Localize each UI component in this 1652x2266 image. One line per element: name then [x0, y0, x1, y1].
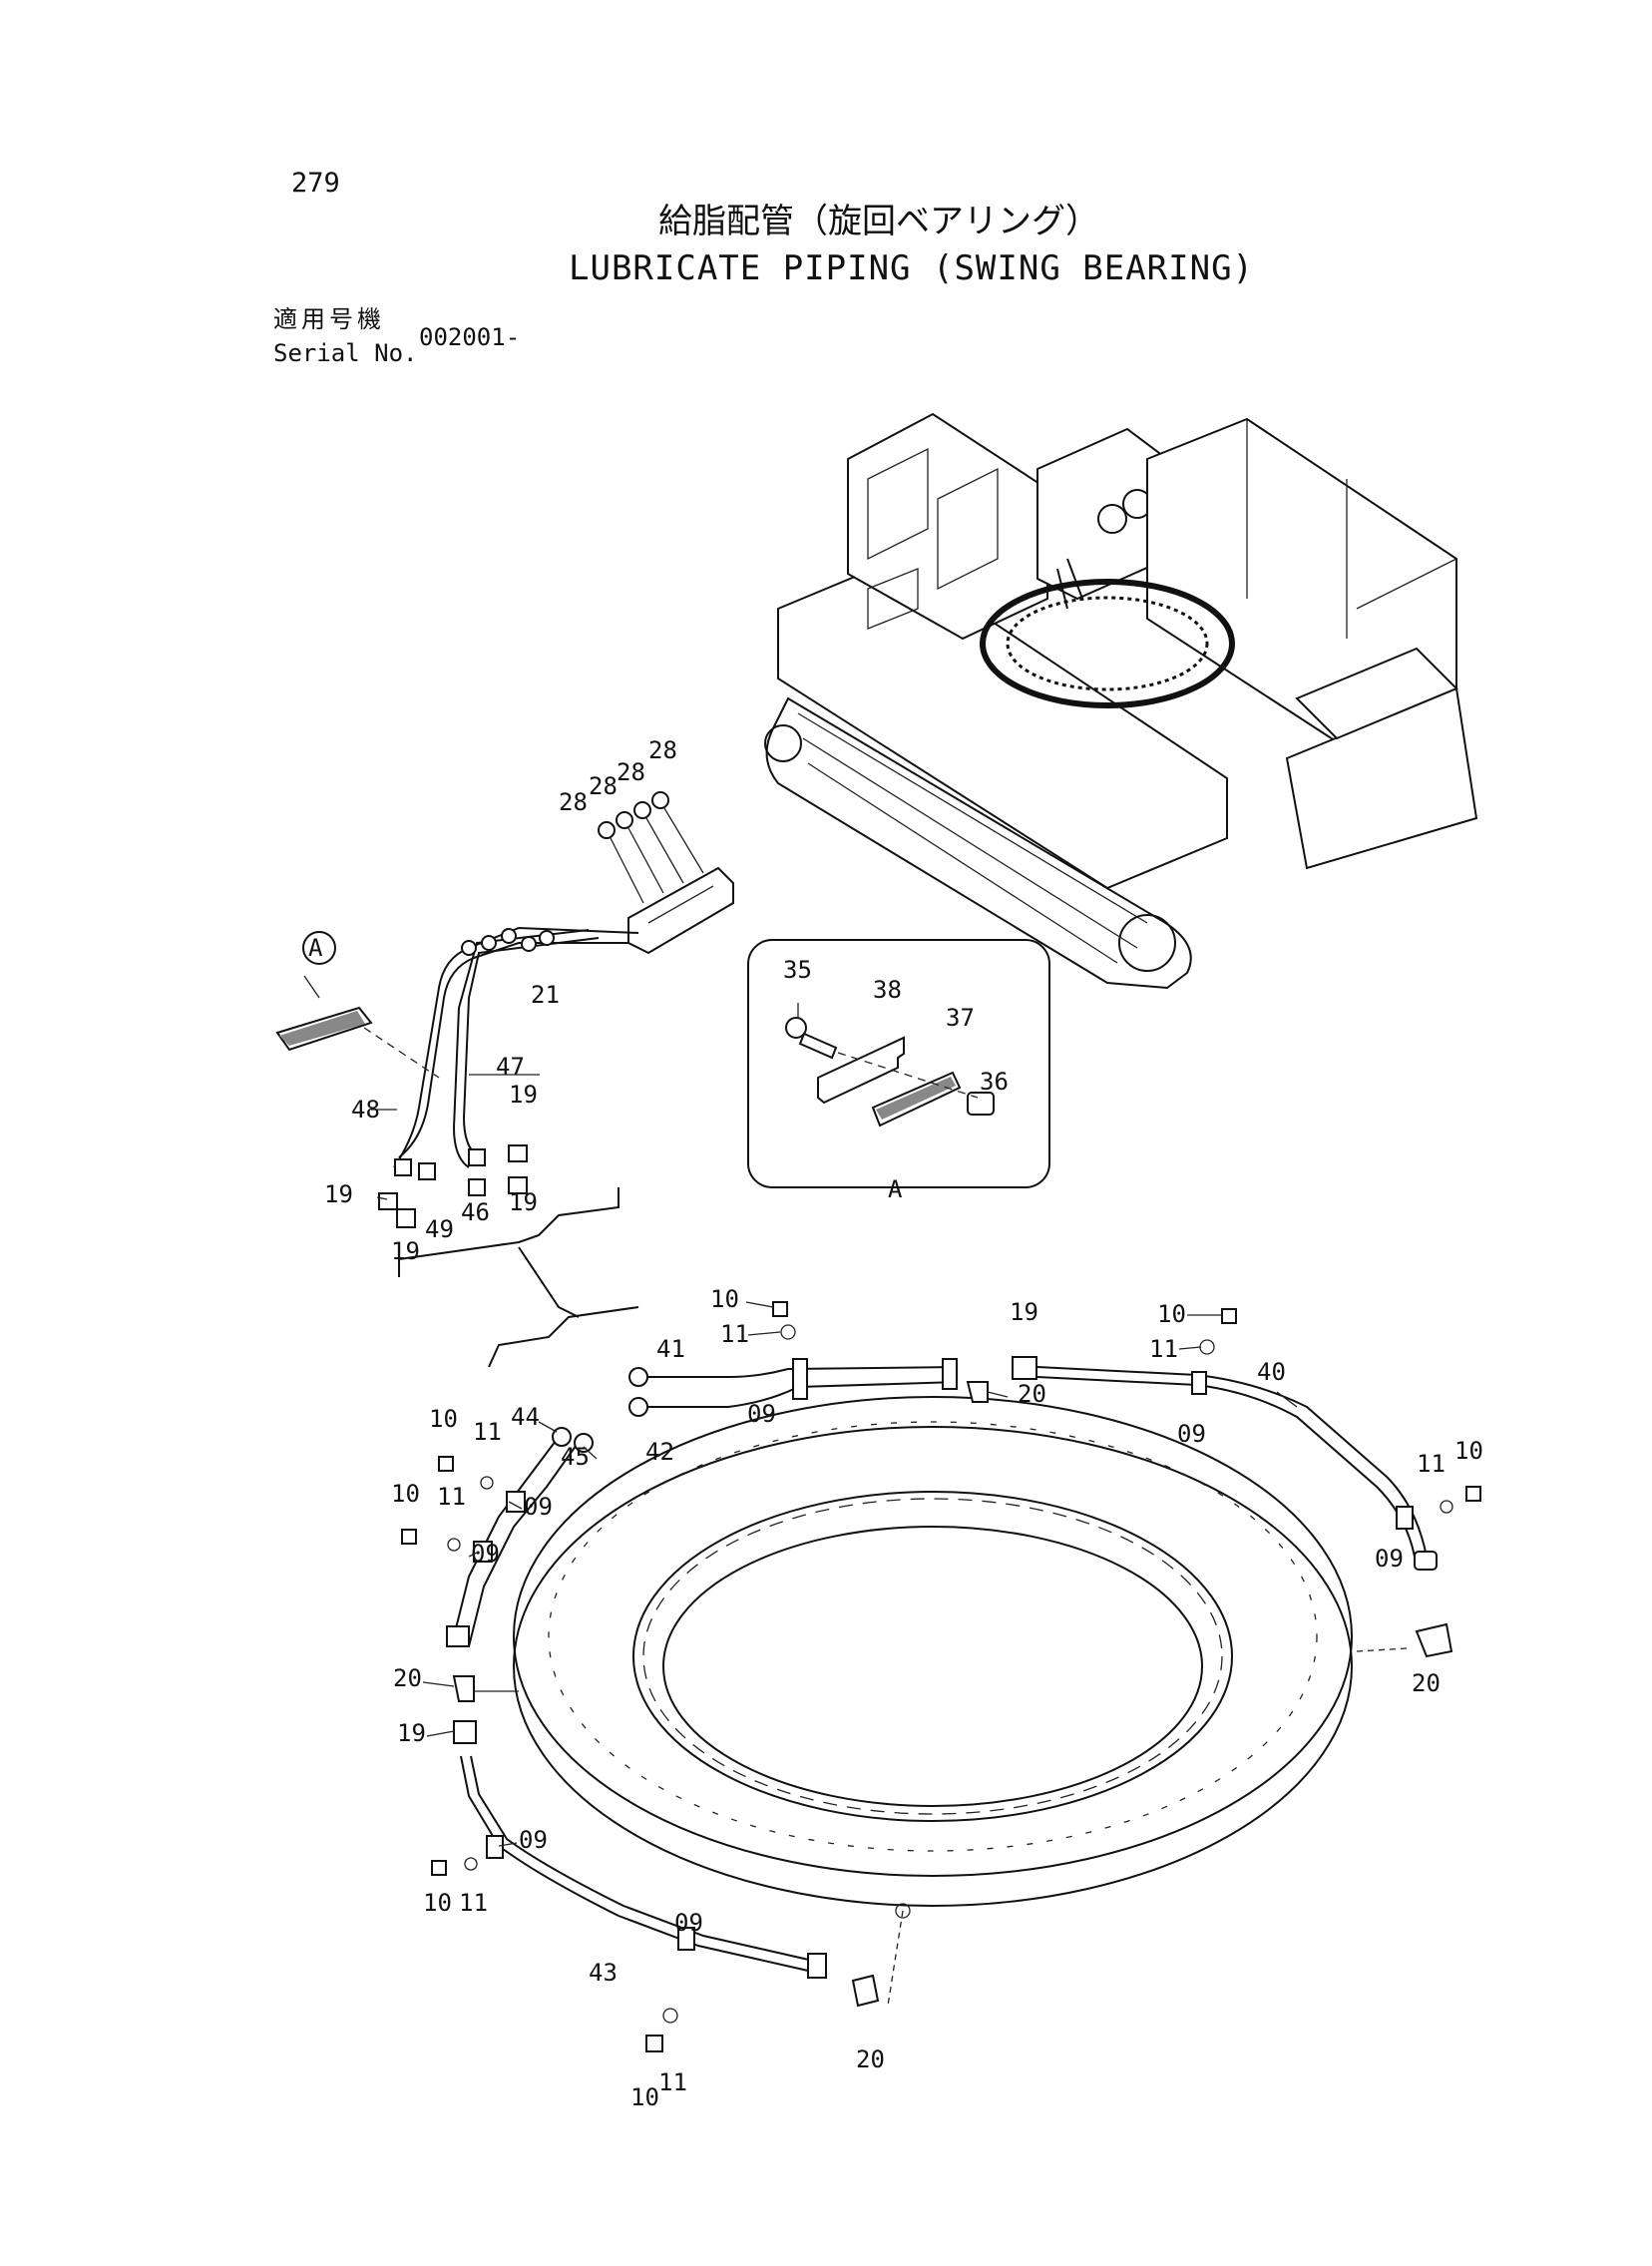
- callout-11-c: 11: [1417, 1450, 1446, 1478]
- callout-10-a: 10: [710, 1285, 739, 1313]
- callout-44: 44: [511, 1403, 540, 1431]
- callout-41: 41: [656, 1335, 685, 1363]
- callout-35: 35: [783, 956, 812, 984]
- callout-11-d: 11: [473, 1418, 502, 1446]
- callout-49: 49: [425, 1215, 454, 1243]
- callout-10-b: 10: [1157, 1300, 1186, 1328]
- callout-21: 21: [531, 981, 560, 1009]
- callout-11-g: 11: [658, 2068, 687, 2096]
- leader-lines: [371, 1074, 1298, 1847]
- callout-11-b: 11: [1149, 1335, 1178, 1363]
- grease-block-assembly: [378, 791, 734, 1228]
- callout-28-b: 28: [589, 772, 618, 800]
- detail-a-marker: A: [308, 934, 323, 962]
- serial-label-japanese: 適用号機: [273, 305, 385, 333]
- serial-number-value: 002001-: [419, 323, 521, 351]
- callout-11-a: 11: [720, 1320, 749, 1348]
- title-english: LUBRICATE PIPING (SWING BEARING): [569, 248, 1255, 288]
- fitting-28-group: [598, 791, 704, 904]
- callout-46: 46: [461, 1198, 490, 1226]
- callout-43: 43: [589, 1959, 618, 1987]
- callout-09-g: 09: [674, 1909, 703, 1937]
- callout-09-a: 09: [747, 1400, 776, 1428]
- callout-09-c: 09: [1375, 1545, 1404, 1573]
- brace-upper: [398, 1187, 620, 1277]
- callout-20-d: 20: [856, 2045, 885, 2073]
- excavator-illustration: [764, 412, 1478, 990]
- callout-20-c: 20: [393, 1664, 422, 1692]
- detail-a-plate: [275, 931, 440, 1079]
- callout-19-c: 19: [324, 1180, 353, 1208]
- callout-42: 42: [645, 1438, 674, 1466]
- callout-10-d: 10: [429, 1405, 458, 1433]
- swing-bearing-ring: [513, 1396, 1408, 2007]
- callout-19-b: 19: [509, 1188, 538, 1216]
- callout-20-a: 20: [1018, 1380, 1046, 1408]
- callout-40: 40: [1257, 1358, 1286, 1386]
- callout-09-d: 09: [524, 1493, 553, 1521]
- title-japanese: 給脂配管（旋回ベアリング）: [658, 202, 1099, 241]
- callout-10-g: 10: [630, 2083, 659, 2111]
- callout-19-a: 19: [509, 1081, 538, 1109]
- callout-10-c: 10: [1454, 1437, 1483, 1465]
- page-number: 279: [291, 168, 340, 199]
- callout-20-b: 20: [1412, 1669, 1441, 1697]
- callout-36: 36: [980, 1068, 1009, 1096]
- callout-11-f: 11: [459, 1889, 488, 1917]
- brace-lower: [488, 1306, 639, 1368]
- callout-45: 45: [561, 1443, 590, 1471]
- callout-19-d: 19: [391, 1237, 420, 1265]
- ring-piping: [401, 1301, 1481, 2052]
- callout-37: 37: [946, 1004, 975, 1032]
- callout-09-f: 09: [519, 1826, 548, 1854]
- callout-28-d: 28: [648, 736, 677, 764]
- callout-labels: 28 28 28 28 21 47 48 19 19 19 19 46 49 A…: [308, 736, 1483, 2111]
- callout-19-f: 19: [397, 1719, 426, 1747]
- serial-label-english: Serial No.: [273, 339, 418, 367]
- callout-47: 47: [496, 1053, 525, 1081]
- callout-28-a: 28: [559, 788, 588, 816]
- callout-19-e: 19: [1010, 1298, 1038, 1326]
- callout-38: 38: [873, 976, 902, 1004]
- callout-11-e: 11: [437, 1483, 466, 1511]
- callout-10-e: 10: [391, 1480, 420, 1508]
- callout-10-f: 10: [423, 1889, 452, 1917]
- detail-a-caption: A: [888, 1175, 903, 1203]
- detail-a-inset: [747, 939, 1050, 1188]
- callout-09-b: 09: [1177, 1420, 1206, 1448]
- callout-28-c: 28: [617, 758, 645, 786]
